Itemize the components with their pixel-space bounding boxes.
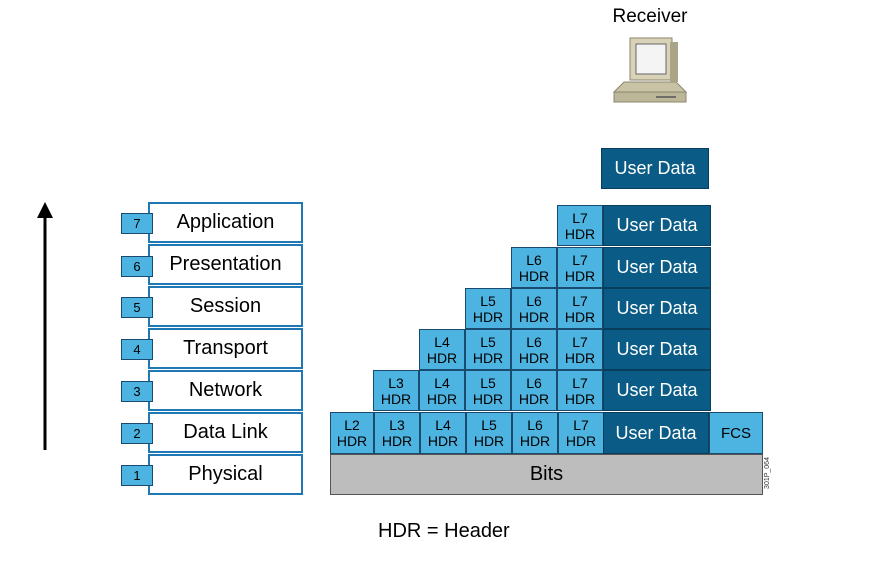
layer-number-3: 3 bbox=[121, 381, 153, 402]
bits-bar: Bits bbox=[330, 454, 763, 495]
up-arrow-icon bbox=[37, 202, 53, 450]
layer-transport: Transport bbox=[148, 328, 303, 369]
computer-icon bbox=[612, 37, 688, 103]
layer-network: Network bbox=[148, 370, 303, 411]
user-data-received: User Data bbox=[601, 148, 709, 189]
user-data-transport: User Data bbox=[603, 329, 711, 370]
layer-number-7: 7 bbox=[121, 213, 153, 234]
user-data-network: User Data bbox=[603, 370, 711, 411]
layer-number-5: 5 bbox=[121, 297, 153, 318]
user-data-presentation: User Data bbox=[603, 247, 711, 288]
layer-number-2: 2 bbox=[121, 423, 153, 444]
figure-id: 301P_064 bbox=[763, 457, 771, 489]
layer-number-6: 6 bbox=[121, 256, 153, 277]
layer-number-4: 4 bbox=[121, 339, 153, 360]
legend: HDR = Header bbox=[378, 520, 510, 542]
fcs-trailer: FCS bbox=[709, 412, 763, 454]
receiver-label: Receiver bbox=[612, 6, 688, 27]
layer-application: Application bbox=[148, 202, 303, 243]
user-data-data-link: User Data bbox=[603, 412, 709, 454]
layer-presentation: Presentation bbox=[148, 244, 303, 285]
user-data-session: User Data bbox=[603, 288, 711, 329]
layer-session: Session bbox=[148, 286, 303, 327]
user-data-application: User Data bbox=[603, 205, 711, 246]
layer-physical: Physical bbox=[148, 454, 303, 495]
layer-data-link: Data Link bbox=[148, 412, 303, 453]
layer-number-1: 1 bbox=[121, 465, 153, 486]
